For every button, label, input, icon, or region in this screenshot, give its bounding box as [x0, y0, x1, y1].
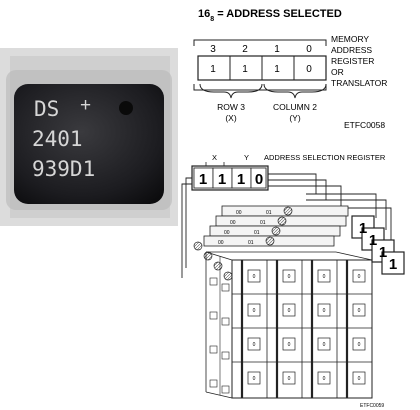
register-label-line4: OR: [331, 67, 344, 77]
address-selection-diagram: X Y ADDRESS SELECTION REGISTER 1 1 1 0 0…: [176, 148, 420, 410]
svg-text:0: 0: [323, 342, 326, 348]
svg-text:0: 0: [288, 342, 291, 348]
bit-value-3: 1: [210, 64, 216, 75]
svg-text:0: 0: [253, 376, 256, 382]
svg-text:00: 00: [218, 240, 224, 246]
svg-text:0: 0: [288, 308, 291, 314]
svg-text:0: 0: [323, 376, 326, 382]
svg-text:0: 0: [358, 274, 361, 280]
svg-text:00: 00: [224, 230, 230, 236]
bit-position-3: 3: [210, 44, 216, 55]
output-one-1: 1: [359, 220, 367, 237]
svg-text:0: 0: [358, 342, 361, 348]
bit-position-2: 2: [242, 44, 248, 55]
bit-value-1: 1: [274, 64, 280, 75]
svg-text:0: 0: [253, 274, 256, 280]
bit-value-0: 0: [306, 64, 312, 75]
address-title: 168 = ADDRESS SELECTED: [198, 8, 342, 23]
pin1-dot: [119, 101, 133, 115]
svg-text:0: 0: [323, 308, 326, 314]
svg-text:01: 01: [266, 210, 272, 216]
bit-position-0: 0: [306, 44, 312, 55]
register-bit-3: 1: [199, 171, 207, 188]
output-cards: 1 1 1 1: [352, 216, 404, 274]
register-bit-0: 0: [255, 171, 263, 188]
register-bit-2: 1: [218, 171, 226, 188]
register-label-line3: REGISTER: [331, 56, 374, 66]
output-one-3: 1: [379, 244, 387, 261]
row-label: ROW 3: [217, 102, 245, 112]
svg-text:0: 0: [253, 342, 256, 348]
svg-text:01: 01: [260, 220, 266, 226]
row-var: (X): [225, 113, 237, 123]
output-one-4: 1: [389, 256, 397, 273]
chip-marking-line3: 939D1: [32, 157, 95, 181]
plus-mark: +: [80, 95, 91, 116]
bit-value-2: 1: [242, 64, 248, 75]
register-bit-1: 1: [237, 171, 245, 188]
svg-text:00: 00: [236, 210, 242, 216]
address-register-diagram: 168 = ADDRESS SELECTED 3 2 1 0 1 1 1 0 M…: [176, 0, 420, 146]
output-one-2: 1: [369, 232, 377, 249]
x-label: X: [212, 153, 217, 162]
figure-id-bottom: ETFC0059: [360, 403, 384, 409]
svg-text:0: 0: [253, 308, 256, 314]
column-var: (Y): [289, 113, 301, 123]
svg-text:01: 01: [248, 240, 254, 246]
chip-photo: DS + 2401 939D1: [0, 48, 178, 226]
svg-text:0: 0: [358, 308, 361, 314]
bit-position-1: 1: [274, 44, 280, 55]
chip-marking-line1: DS: [34, 97, 59, 121]
column-brace: [264, 84, 326, 98]
register-label-line1: MEMORY: [331, 34, 369, 44]
svg-text:01: 01: [254, 230, 260, 236]
decoder-planes: 00 01 00 01 00 01 00 01: [194, 206, 348, 280]
chip-marking-line2: 2401: [32, 127, 83, 151]
register-label-line5: TRANSLATOR: [331, 78, 387, 88]
column-label: COLUMN 2: [273, 102, 317, 112]
selection-title: ADDRESS SELECTION REGISTER: [264, 153, 386, 162]
row-brace: [200, 84, 262, 98]
svg-text:0: 0: [288, 274, 291, 280]
svg-text:0: 0: [288, 376, 291, 382]
svg-text:0: 0: [323, 274, 326, 280]
svg-text:0: 0: [358, 376, 361, 382]
side-cells: [210, 278, 229, 393]
figure-id-top: ETFC0058: [344, 120, 385, 130]
svg-text:00: 00: [230, 220, 236, 226]
register-label-line2: ADDRESS: [331, 45, 372, 55]
y-label: Y: [244, 153, 249, 162]
